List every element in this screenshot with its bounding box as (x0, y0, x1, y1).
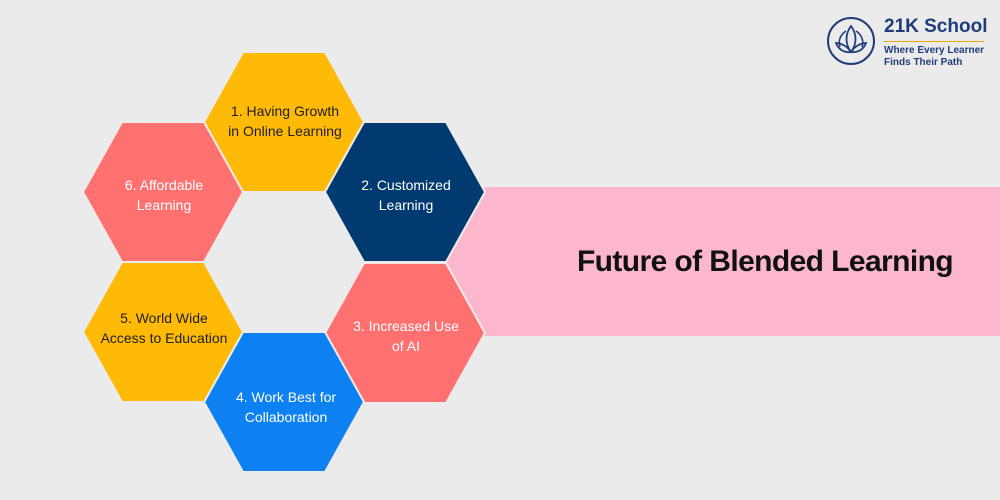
hexagon-4-line-1: 4. Work Best for (235, 389, 337, 405)
hexagon-2-line-2: Learning (378, 197, 434, 213)
hexagon-6-line-1: 6. Affordable (124, 177, 204, 193)
hexagon-4-label: 4. Work Best for Collaboration (206, 387, 366, 427)
hexagon-5-label: 5. World Wide Access to Education (84, 308, 244, 348)
hexagon-3-label: 3. Increased Use of AI (326, 316, 486, 356)
hexagon-1-line-2: in Online Learning (228, 123, 342, 139)
logo-tagline: Where Every Learner Finds Their Path (884, 45, 984, 69)
hexagon-5-line-1: 5. World Wide (120, 310, 208, 326)
hexagon-6-line-2: Learning (136, 197, 192, 213)
hexagon-4-line-2: Collaboration (244, 409, 328, 425)
diagram-title: Future of Blended Learning (576, 244, 954, 278)
hexagon-6-label: 6. Affordable Learning (84, 175, 244, 215)
hexagon-3-line-2: of AI (391, 338, 421, 354)
title-banner: Future of Blended Learning (440, 187, 1000, 336)
hexagon-2-label: 2. Customized Learning (326, 175, 486, 215)
logo-tagline-line-1: Where Every Learner (884, 45, 985, 56)
hexagon-3-line-1: 3. Increased Use (353, 318, 459, 334)
hexagon-1-label: 1. Having Growth in Online Learning (205, 101, 365, 141)
logo-tagline-line-2: Finds Their Path (884, 57, 963, 68)
logo-divider (884, 41, 984, 42)
hexagon-5-line-2: Access to Education (100, 330, 228, 346)
hexagon-1-line-1: 1. Having Growth (230, 103, 340, 119)
logo-name: 21K School (884, 16, 988, 37)
logo: 21K School Where Every Learner Finds The… (826, 16, 996, 68)
lotus-logo-icon (827, 17, 875, 65)
hexagon-6 (81, 121, 245, 263)
hexagon-2-line-1: 2. Customized (361, 177, 451, 193)
